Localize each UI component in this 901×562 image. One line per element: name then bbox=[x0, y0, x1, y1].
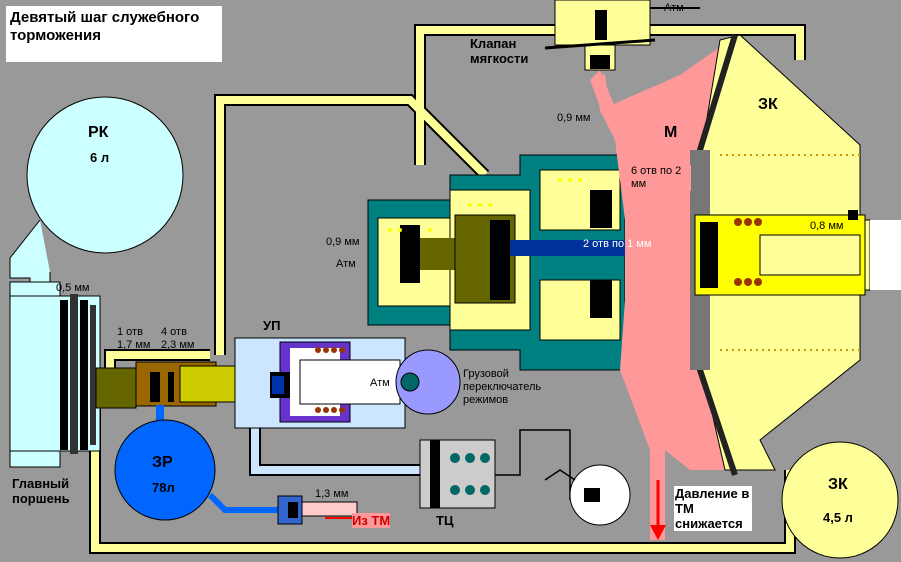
label-zk-bottom: ЗК bbox=[828, 476, 848, 493]
central-valve bbox=[367, 154, 700, 371]
label-softness-valve: Клапан мягкости bbox=[470, 36, 529, 66]
label-d-0-5: 0,5 мм bbox=[56, 282, 90, 294]
label-d-0-9-left: 0,9 мм bbox=[326, 236, 360, 248]
label-holes-4: 4 отв 2,3 мм bbox=[161, 326, 195, 351]
label-holes-6: 6 отв по 2 мм bbox=[631, 165, 691, 191]
label-from-tm: Из ТМ bbox=[352, 513, 391, 528]
label-d-1-3: 1,3 мм bbox=[315, 488, 349, 500]
label-m: М bbox=[664, 124, 678, 141]
label-zr: ЗР bbox=[152, 454, 173, 471]
label-holes-1: 1 отв 1,7 мм bbox=[117, 326, 151, 351]
label-atm-top: Атм bbox=[664, 2, 684, 14]
main-piston-block bbox=[9, 281, 241, 468]
label-main-piston: Главный поршень bbox=[12, 476, 70, 506]
title-box: Девятый шаг служебного торможения bbox=[6, 6, 222, 62]
label-load-switch: Грузовой переключатель режимов bbox=[463, 368, 542, 406]
label-rk-volume: 6 л bbox=[90, 150, 110, 165]
zk-small-reservoir bbox=[781, 441, 899, 559]
label-atm-left: Атм bbox=[336, 258, 356, 270]
label-atm-up: Атм bbox=[370, 377, 390, 389]
label-zk-top: ЗК bbox=[758, 96, 778, 113]
softness-valve bbox=[544, 0, 700, 134]
label-zr-volume: 78л bbox=[152, 480, 175, 495]
label-tc: ТЦ bbox=[436, 513, 454, 528]
label-zk-bottom-volume: 4,5 л bbox=[823, 510, 853, 525]
label-up: УП bbox=[263, 318, 281, 333]
label-d-0-9-top: 0,9 мм bbox=[557, 112, 591, 124]
up-assembly bbox=[234, 337, 461, 429]
label-d-0-8: 0,8 мм bbox=[810, 220, 844, 232]
zr-reservoir bbox=[114, 405, 358, 525]
zk-chamber bbox=[690, 34, 901, 476]
diagram-title: Девятый шаг служебного торможения bbox=[10, 9, 200, 44]
label-holes-2: 2 отв по 1 мм bbox=[583, 238, 652, 250]
pressure-arrow bbox=[650, 480, 666, 540]
label-rk: РК bbox=[88, 124, 109, 141]
label-pressure-note: Давление в ТМ снижается bbox=[674, 486, 752, 531]
rk-reservoir bbox=[9, 96, 184, 296]
tc-cylinder bbox=[419, 429, 631, 526]
